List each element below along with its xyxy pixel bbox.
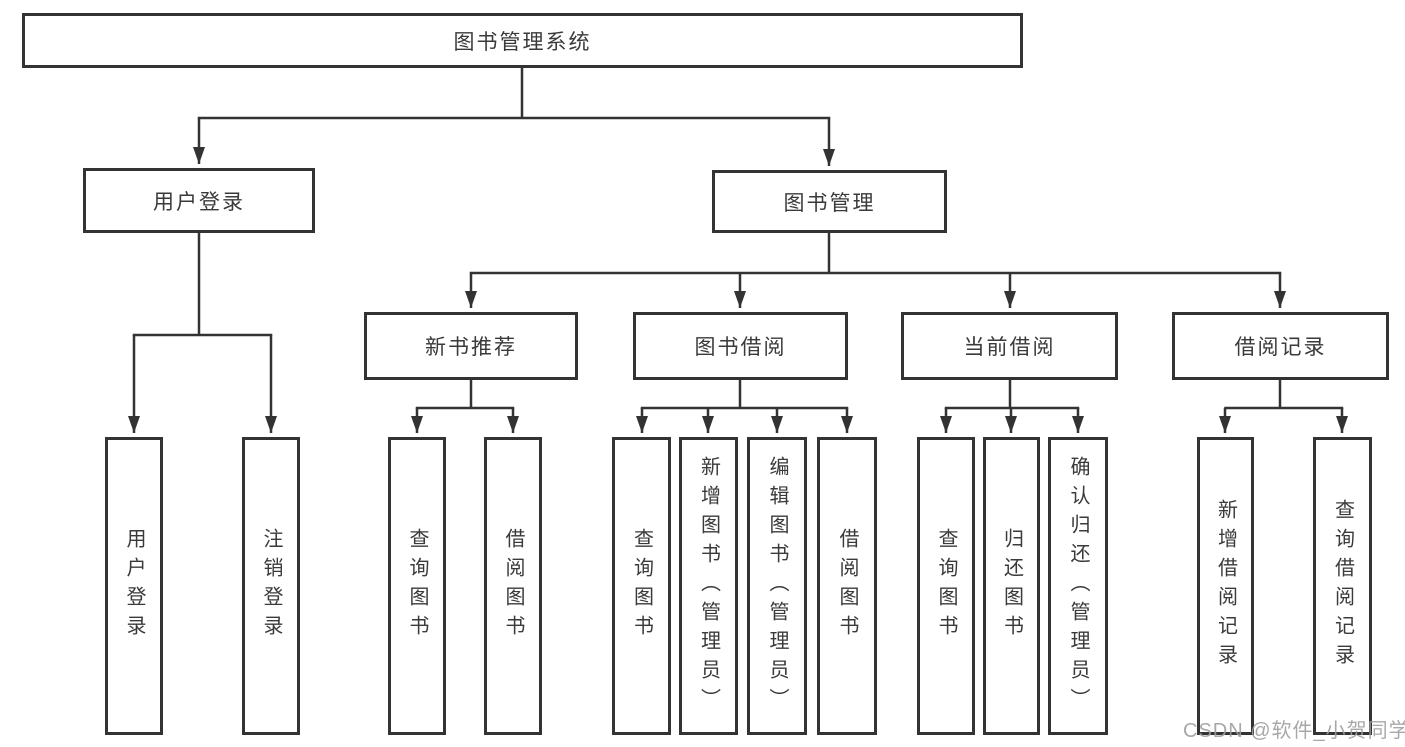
- node-leaf-query-borrow-record: 查询借阅记录: [1313, 437, 1372, 735]
- node-leaf-logout: 注销登录: [242, 437, 300, 735]
- node-leaf-query-books-3: 查询图书: [917, 437, 975, 735]
- node-leaf-edit-book-admin: 编辑图书（管理员）: [747, 437, 807, 735]
- node-book-management-branch: 图书管理: [712, 170, 947, 233]
- node-library-management-system: 图书管理系统: [22, 13, 1023, 68]
- node-book-borrowing: 图书借阅: [633, 312, 848, 380]
- node-new-book-recommendation: 新书推荐: [364, 312, 578, 380]
- node-leaf-return-book: 归还图书: [983, 437, 1040, 735]
- node-leaf-confirm-return-admin: 确认归还（管理员）: [1048, 437, 1108, 735]
- node-leaf-borrow-books-1: 借阅图书: [484, 437, 542, 735]
- node-leaf-borrow-books-2: 借阅图书: [817, 437, 877, 735]
- node-leaf-query-books-1: 查询图书: [388, 437, 446, 735]
- node-leaf-add-borrow-record: 新增借阅记录: [1197, 437, 1254, 735]
- node-leaf-user-login: 用户登录: [105, 437, 163, 735]
- node-leaf-add-book-admin: 新增图书（管理员）: [679, 437, 738, 735]
- node-current-borrowing: 当前借阅: [901, 312, 1118, 380]
- csdn-watermark: CSDN @软件_小贺同学: [1183, 720, 1405, 742]
- node-leaf-query-books-2: 查询图书: [612, 437, 671, 735]
- node-borrowing-records: 借阅记录: [1172, 312, 1389, 380]
- node-user-login-branch: 用户登录: [83, 168, 315, 233]
